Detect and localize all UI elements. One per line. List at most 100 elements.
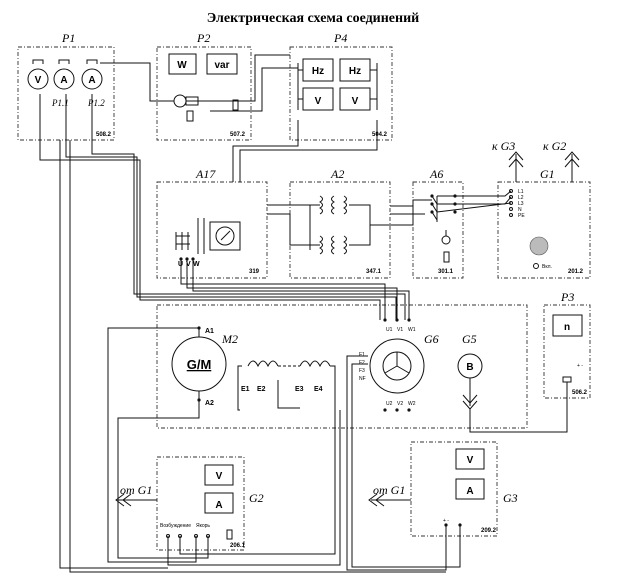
indicator-lamp-icon [533, 263, 539, 269]
g6-term-w2: W2 [408, 401, 416, 407]
p2-meter-var: var [214, 60, 229, 71]
g6-term-u1: U1 [386, 327, 393, 333]
g3-from: от G1 [373, 483, 405, 497]
g2-load: Якорь [196, 523, 210, 529]
m2-label: M2 [221, 332, 238, 346]
a17-term-w: W [193, 261, 200, 268]
p1-code: 508.2 [96, 132, 112, 138]
g1-term-n: N [518, 207, 522, 213]
block-p2: P2 W var 507.2 [156, 31, 252, 141]
g6-field-f2: F2 [359, 360, 365, 366]
block-p4: P4 Hz Hz V V 504.2 [289, 31, 393, 141]
g3-label: G3 [503, 491, 518, 505]
a17-code: 319 [249, 269, 260, 275]
transformer-icon [173, 94, 187, 108]
field-winding-icon [247, 360, 279, 368]
a17-term-v: V [186, 261, 191, 268]
g6-label: G6 [424, 332, 439, 346]
g1-button-label: Вкл. [542, 264, 552, 270]
feed-arrow-icon [564, 151, 580, 182]
g6-field-f3: F3 [359, 368, 365, 374]
block-g1: G1 к G3 к G2 L1 L2 L3 N PE Вкл. 201.2 [492, 139, 591, 279]
block-m2: M2 G/M A1 A2 E1 E2 E3 E4 [171, 328, 331, 407]
m2-winding-e4: E4 [314, 386, 323, 393]
machine-unit-frame [156, 304, 528, 429]
g1-code: 201.2 [568, 269, 584, 275]
switch-icon [232, 99, 239, 111]
p1-meter-a1: A [60, 75, 67, 86]
ammeter-icon [81, 68, 103, 90]
m2-term-a2: A2 [205, 400, 214, 407]
g3-marks: + - [443, 518, 449, 524]
p1-sub-1: P1.1 [51, 98, 69, 108]
p2-meter-w: W [177, 60, 187, 71]
p4-meter-v2: V [352, 96, 359, 107]
interconnect-wires [39, 54, 568, 573]
g6-term-v2: V2 [397, 401, 403, 407]
ammeter-box [455, 478, 485, 500]
a2-label: A2 [330, 167, 344, 181]
a17-label: A17 [195, 167, 216, 181]
p3-marks: + - [577, 363, 583, 369]
varmeter-box [206, 53, 238, 75]
p1-sub-2: P1.2 [87, 98, 105, 108]
g5-symbol: B [466, 362, 473, 373]
ammeter-box [204, 492, 234, 514]
feed-arrow-icon [368, 493, 411, 507]
power-button[interactable] [529, 236, 549, 256]
g1-term-pe: PE [518, 213, 525, 219]
g2-label: G2 [249, 491, 264, 505]
g1-term-l1: L1 [518, 189, 524, 195]
g2-from: от G1 [120, 483, 152, 497]
p3-meter-n: n [564, 322, 570, 333]
ammeter-icon [53, 68, 75, 90]
m2-term-a1: A1 [205, 328, 214, 335]
g2-meter-v: V [216, 471, 223, 482]
block-p3: P3 n + - 506.2 [543, 290, 591, 399]
p1-label: P1 [61, 31, 75, 45]
a6-code: 301.1 [438, 269, 454, 275]
g3-code: 209.2 [481, 528, 497, 534]
block-g2: G2 от G1 V A Возбуждение Якорь 206.1 [115, 456, 264, 551]
g5-label: G5 [462, 332, 477, 346]
block-a17: A17 U V W 319 [156, 167, 268, 279]
diagram-title: Электрическая схема соединений [207, 11, 419, 26]
switch-icon [226, 529, 233, 540]
wattmeter-box [168, 53, 197, 75]
m2-winding-e1: E1 [241, 386, 250, 393]
g6-field-nf: NF [359, 376, 366, 382]
terminal-dots [179, 194, 462, 527]
g3-meter-v: V [467, 455, 474, 466]
feed-arrow-icon [115, 493, 157, 507]
feed-arrow-icon [462, 378, 478, 410]
field-winding-icon [299, 360, 331, 368]
p4-label: P4 [333, 31, 347, 45]
switch-icon [443, 251, 450, 263]
block-g3: G3 от G1 V A + - 209.2 [368, 441, 518, 537]
knob-icon [441, 235, 451, 245]
g6-term-w1: W1 [408, 327, 416, 333]
g1-label: G1 [540, 167, 555, 181]
block-g5: G5 B [457, 332, 483, 410]
voltmeter-icon [27, 68, 49, 90]
block-a2: A2 347.1 [289, 167, 391, 279]
tachometer-box [552, 314, 583, 337]
p2-code: 507.2 [230, 132, 246, 138]
g1-term-l3: L3 [518, 201, 524, 207]
voltmeter-box [204, 464, 234, 486]
p1-meter-a2: A [88, 75, 95, 86]
transformer-coil-icon [319, 195, 335, 215]
p1-meter-v: V [35, 75, 42, 86]
block-p1: P1 V A A P1.1 P1.2 508.2 [17, 31, 115, 141]
block-g6: G6 U1 V1 W1 U2 V2 W2 F1 F2 F3 NF [359, 327, 439, 407]
a2-code: 347.1 [366, 269, 382, 275]
g2-meter-a: A [215, 500, 222, 511]
voltmeter-box [455, 448, 485, 470]
connector-icon [562, 376, 572, 383]
g3-meter-a: A [466, 486, 473, 497]
g1-feed-right: к G2 [543, 139, 566, 153]
m2-winding-e2: E2 [257, 386, 266, 393]
g1-feed-left: к G3 [492, 139, 515, 153]
p2-label: P2 [196, 31, 210, 45]
